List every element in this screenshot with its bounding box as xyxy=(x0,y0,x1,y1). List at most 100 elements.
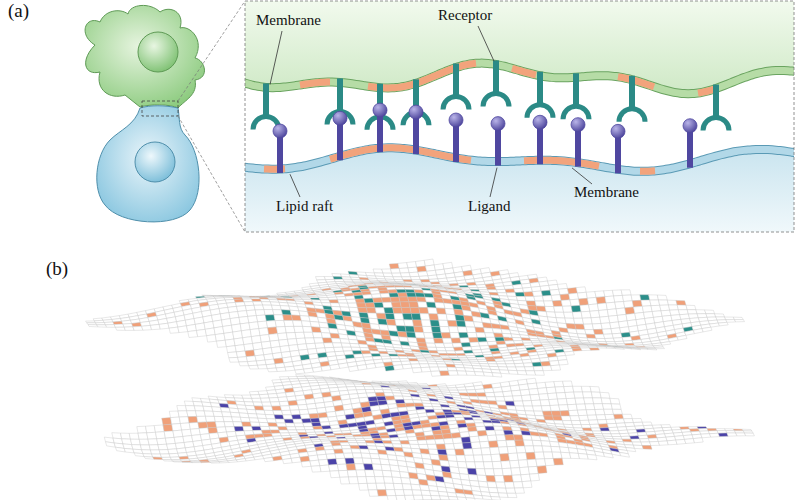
mesh-cell xyxy=(205,328,215,336)
mesh-cell xyxy=(284,320,294,326)
mesh-cell xyxy=(275,419,285,423)
mesh-cell xyxy=(541,406,551,412)
mesh-cell xyxy=(504,396,514,401)
receptor xyxy=(629,76,635,110)
mesh-cell xyxy=(370,351,380,354)
molecule-patch xyxy=(374,302,384,307)
mesh-cell xyxy=(596,415,606,420)
mesh-cell xyxy=(474,322,484,328)
mesh-cell xyxy=(248,361,258,366)
mesh-cell xyxy=(496,289,506,292)
mesh-cell xyxy=(142,325,152,330)
lipid-raft-patch xyxy=(356,303,366,308)
mesh-cell xyxy=(528,383,538,389)
mesh-cell xyxy=(254,305,264,310)
mesh-cell xyxy=(595,334,605,338)
mesh-cell xyxy=(342,347,352,351)
mesh-cell xyxy=(575,398,585,404)
mesh-cell xyxy=(614,295,624,302)
mesh-cell xyxy=(418,361,428,364)
mesh-cell xyxy=(275,320,285,327)
mesh-cell xyxy=(188,331,198,338)
mesh-cell xyxy=(580,305,590,312)
mesh-cell xyxy=(668,337,678,342)
lipid-raft-patch xyxy=(132,323,142,327)
lipid-raft-patch xyxy=(379,351,389,354)
molecule-patch xyxy=(571,305,581,312)
mesh-cell xyxy=(375,363,385,368)
mesh-cell xyxy=(430,367,440,371)
mesh-cell xyxy=(324,277,334,280)
mesh-cell xyxy=(574,392,584,398)
mesh-cell xyxy=(344,382,354,384)
molecule-patch xyxy=(403,314,413,320)
mesh-cell xyxy=(693,329,703,334)
mesh-cell xyxy=(262,302,272,306)
lipid-raft-patch xyxy=(386,319,396,325)
mesh-cell xyxy=(477,359,487,361)
mesh-cell xyxy=(525,296,535,301)
molecule-patch xyxy=(281,310,291,315)
mesh-cell xyxy=(605,338,615,342)
mesh-cell xyxy=(159,323,169,329)
mesh-cell xyxy=(373,387,383,390)
lipid-raft-patch xyxy=(676,300,686,305)
mesh-cell xyxy=(561,416,571,421)
mesh-cell xyxy=(269,398,279,403)
mesh-cell xyxy=(501,329,511,334)
lipid-raft xyxy=(330,148,471,160)
mesh-cell xyxy=(576,404,586,410)
mesh-cell xyxy=(562,306,572,312)
mesh-cell xyxy=(610,398,620,404)
mesh-cell xyxy=(256,360,266,365)
mesh-cell xyxy=(572,312,582,319)
mesh-cell xyxy=(706,314,716,318)
mesh-cell xyxy=(702,327,712,332)
mesh-cell xyxy=(427,361,437,364)
lipid-raft-patch xyxy=(391,302,401,308)
mesh-cell xyxy=(338,300,348,304)
mesh-cell xyxy=(457,327,467,333)
molecule-patch xyxy=(430,320,440,326)
mesh-cell xyxy=(590,386,600,392)
mesh-cell xyxy=(597,420,607,425)
receptor xyxy=(573,73,579,107)
mesh-cell xyxy=(178,326,188,333)
lipid-raft-patch xyxy=(393,308,403,314)
mesh-cell xyxy=(458,390,468,393)
lipid-raft-patch xyxy=(309,413,319,418)
mesh-cell xyxy=(526,371,536,375)
mesh-cell xyxy=(265,415,275,420)
mesh-cell xyxy=(494,392,504,397)
mesh-cell xyxy=(371,294,381,298)
molecule-patch xyxy=(405,290,415,293)
receptor xyxy=(453,64,459,98)
ligand xyxy=(571,118,585,132)
lipid-raft-patch xyxy=(414,326,424,332)
lipid-raft-patch xyxy=(323,338,333,343)
mesh-cell xyxy=(569,410,579,416)
mesh-cell xyxy=(579,415,589,420)
mesh-cell xyxy=(565,351,575,355)
ligand xyxy=(373,103,387,117)
mesh-cell xyxy=(261,341,271,349)
lipid-raft-patch xyxy=(388,290,398,294)
mesh-cell xyxy=(448,388,458,391)
mesh-cell xyxy=(543,295,553,301)
mesh-cell xyxy=(248,414,258,419)
mesh-cell xyxy=(328,297,338,300)
mesh-cell xyxy=(439,320,449,326)
mesh-cell xyxy=(352,279,362,281)
mesh-cell xyxy=(536,382,546,388)
mesh-cell xyxy=(439,282,449,285)
mesh-cell xyxy=(595,409,605,415)
mesh-cell xyxy=(531,400,541,406)
lipid-raft-patch xyxy=(632,300,642,307)
membrane xyxy=(245,63,794,94)
ligand xyxy=(413,114,419,154)
mesh-cell xyxy=(258,391,268,395)
mesh-cell xyxy=(465,321,475,327)
mesh-cell xyxy=(187,411,197,417)
mesh-cell xyxy=(634,306,644,313)
lipid-raft-patch xyxy=(454,309,464,315)
